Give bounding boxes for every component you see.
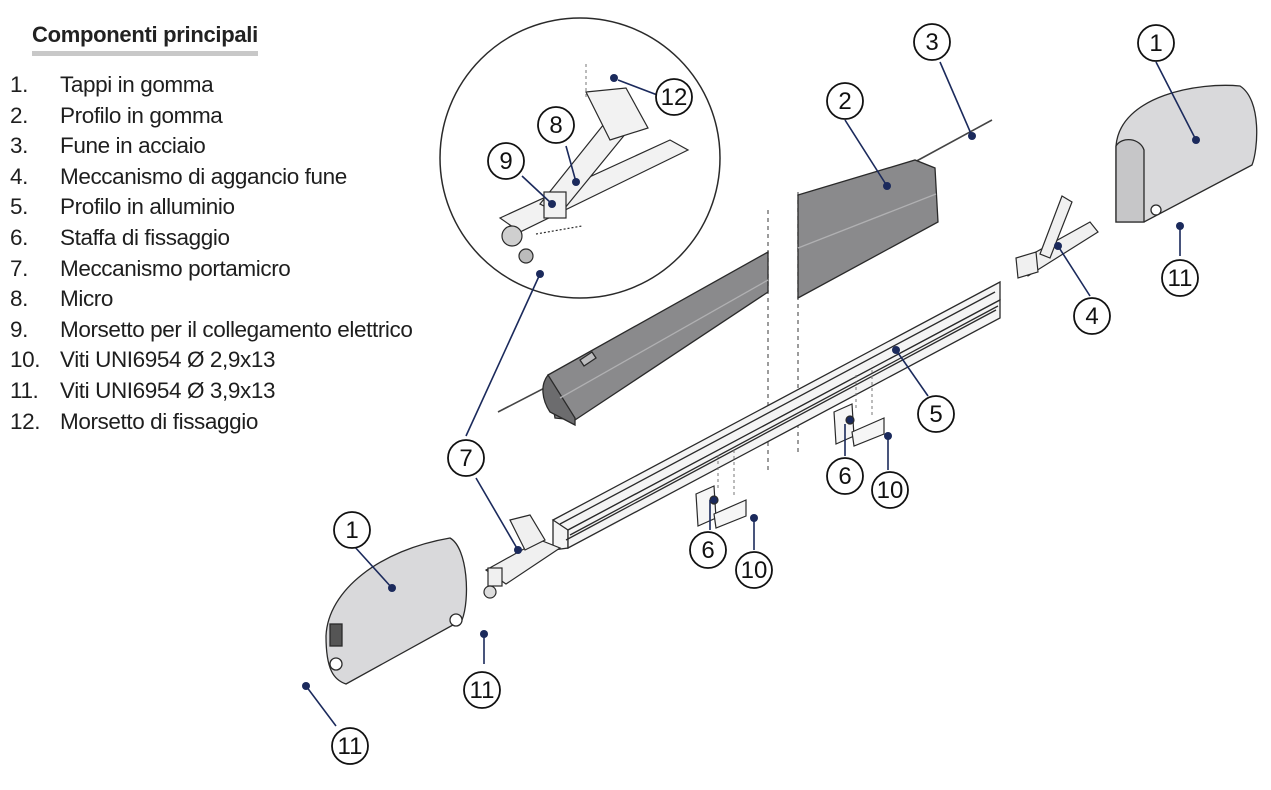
legend-item-number: 5. xyxy=(10,194,28,220)
legend-item-label: Micro xyxy=(60,286,113,312)
fixing-bracket-a xyxy=(695,485,747,529)
legend-item: 10. Viti UNI6954 Ø 2,9x13 xyxy=(10,345,450,376)
legend-item-label: Meccanismo di aggancio fune xyxy=(60,163,347,189)
legend-item-label: Viti UNI6954 Ø 2,9x13 xyxy=(60,347,276,373)
legend-item-label: Fune in acciaio xyxy=(60,133,206,159)
callout-label-2: 2 xyxy=(838,88,851,115)
legend-list: 1. Tappi in gomma 2. Profilo in gomma 3. Fu… xyxy=(10,70,450,437)
legend-item-label: Morsetto di fissaggio xyxy=(60,408,258,434)
end-cap-bottom-left xyxy=(325,537,468,685)
legend-item: 4. Meccanismo di aggancio fune xyxy=(10,162,450,193)
legend-item: 3. Fune in acciaio xyxy=(10,131,450,162)
aluminium-profile xyxy=(551,280,1001,551)
callout-label-3: 3 xyxy=(925,29,938,56)
legend-item-number: 3. xyxy=(10,133,28,159)
callout-numbers: 1 2 3 4 5 6 10 6 10 7 1 11 11 11 8 9 12 xyxy=(338,29,1193,760)
legend-item: 2. Profilo in gomma xyxy=(10,101,450,132)
legend-item-label: Profilo in gomma xyxy=(60,102,223,128)
callout-label-5: 5 xyxy=(929,401,942,428)
fixing-clamp-dot xyxy=(610,74,618,82)
end-cap-top-right xyxy=(1115,84,1258,223)
legend-item-number: 2. xyxy=(10,102,28,128)
legend-item-number: 10. xyxy=(10,347,41,373)
legend-item-label: Staffa di fissaggio xyxy=(60,224,230,250)
legend-item-number: 1. xyxy=(10,72,28,97)
callout-label-11: 11 xyxy=(1168,265,1193,292)
legend-item-number: 4. xyxy=(10,163,28,189)
callout-label-10: 10 xyxy=(741,557,768,584)
legend-item-number: 9. xyxy=(10,316,28,342)
callout-label-9: 9 xyxy=(499,148,512,175)
legend-item: 1. Tappi in gomma xyxy=(10,70,450,101)
legend-item-number: 8. xyxy=(10,286,28,312)
rubber-profile-right xyxy=(797,159,939,300)
rubber-profile-left xyxy=(542,250,769,427)
legend-title: Componenti principali xyxy=(32,22,258,56)
legend-item: 6. Staffa di fissaggio xyxy=(10,223,450,254)
leader-dots xyxy=(302,132,1200,690)
detail-micro-holder xyxy=(498,87,690,264)
callout-circles xyxy=(331,23,1199,765)
legend-item: 8. Micro xyxy=(10,284,450,315)
legend-item-label: Viti UNI6954 Ø 3,9x13 xyxy=(60,377,276,403)
fixing-bracket-b xyxy=(833,403,885,447)
callout-label-6: 6 xyxy=(701,537,714,564)
legend-item-label: Tappi in gomma xyxy=(60,72,214,97)
legend: Componenti principali 1. Tappi in gomma 2… xyxy=(10,22,450,437)
callout-label-11: 11 xyxy=(470,677,495,704)
legend-item: 11. Viti UNI6954 Ø 3,9x13 xyxy=(10,376,450,407)
legend-item-label: Profilo in alluminio xyxy=(60,194,235,220)
callout-label-11: 11 xyxy=(338,733,363,760)
callout-label-12: 12 xyxy=(661,84,688,111)
mounting-dash-lines xyxy=(717,370,873,498)
legend-item-label: Morsetto per il collegamento elettrico xyxy=(60,316,413,342)
legend-item-number: 7. xyxy=(10,255,28,281)
legend-item: 7. Meccanismo portamicro xyxy=(10,254,450,285)
legend-item: 9. Morsetto per il collegamento elettrico xyxy=(10,315,450,346)
callout-label-6: 6 xyxy=(838,463,851,490)
callout-label-8: 8 xyxy=(549,112,562,139)
callout-label-1: 1 xyxy=(345,517,358,544)
legend-item: 5. Profilo in alluminio xyxy=(10,192,450,223)
legend-item-number: 11. xyxy=(10,377,39,403)
legend-item-number: 6. xyxy=(10,224,28,250)
callout-label-10: 10 xyxy=(877,477,904,504)
cable-hooking-mechanism xyxy=(1015,195,1099,279)
callout-label-4: 4 xyxy=(1085,303,1098,330)
micro-holder-mechanism xyxy=(483,514,562,599)
legend-item-label: Meccanismo portamicro xyxy=(60,255,291,281)
legend-item-number: 12. xyxy=(10,408,41,434)
callout-label-7: 7 xyxy=(459,445,472,472)
leader-lines xyxy=(305,61,1197,727)
detail-magnifier xyxy=(439,17,721,299)
legend-item: 12. Morsetto di fissaggio xyxy=(10,407,450,438)
callout-label-1: 1 xyxy=(1149,30,1162,57)
